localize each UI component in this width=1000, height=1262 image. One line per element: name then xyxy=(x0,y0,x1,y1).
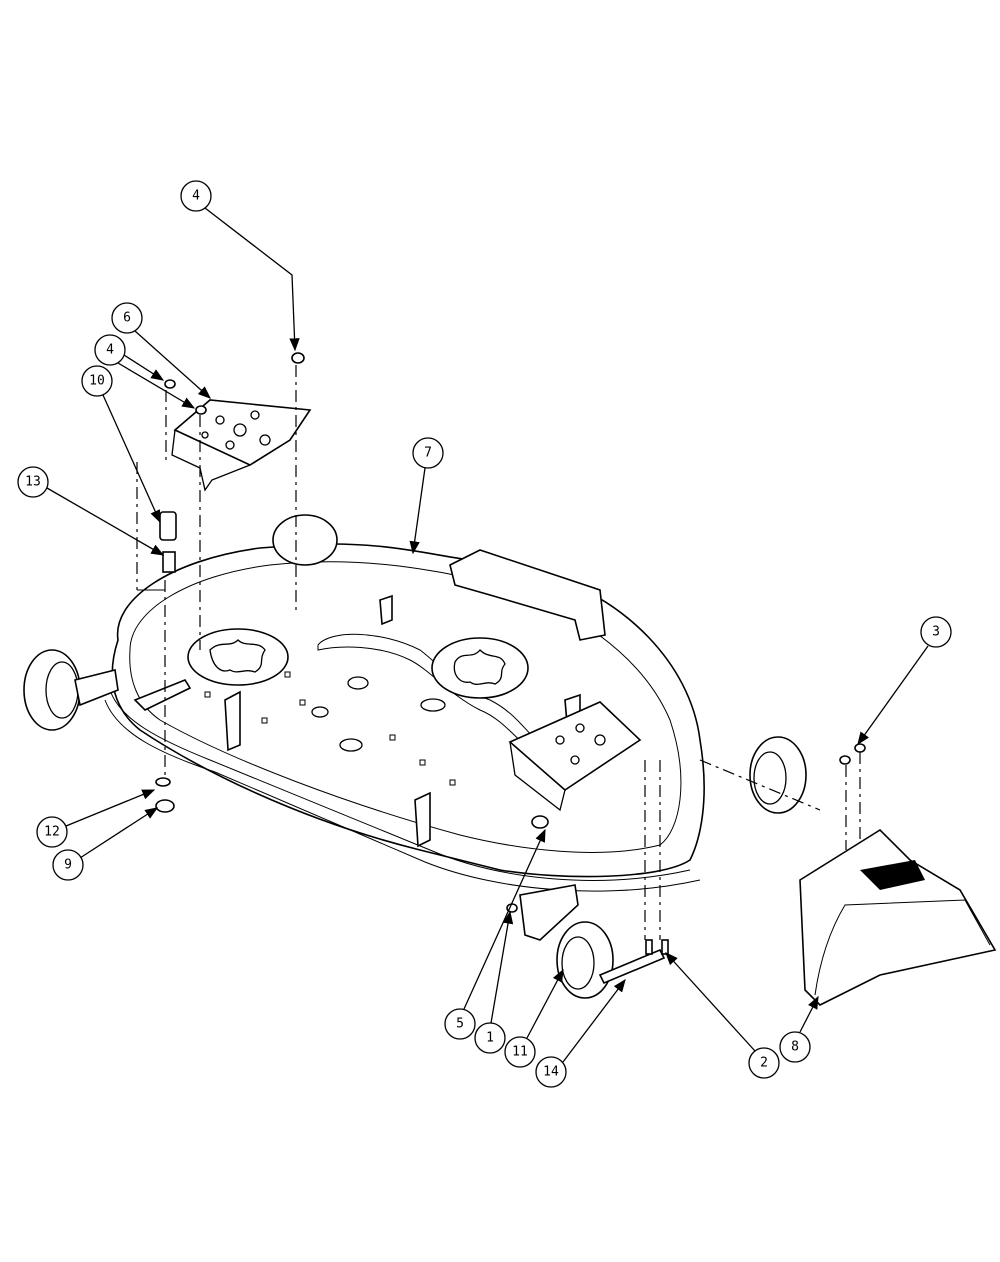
callout-label: 10 xyxy=(89,374,105,389)
callout-label: 3 xyxy=(932,625,940,640)
callout-4-top: 4 xyxy=(180,180,212,212)
discharge-chute xyxy=(799,828,997,1006)
callout-label: 9 xyxy=(64,858,72,873)
adjuster-bracket-left xyxy=(171,399,312,492)
wheel-left xyxy=(23,649,119,731)
callout-label: 8 xyxy=(791,1040,799,1055)
callout-6: 6 xyxy=(111,302,143,334)
wheel-rear-left xyxy=(272,514,338,566)
callout-4-left: 4 xyxy=(94,334,126,366)
callout-5: 5 xyxy=(444,1008,476,1040)
callout-label: 7 xyxy=(424,446,432,461)
wheel-front xyxy=(519,884,614,999)
callout-label: 14 xyxy=(543,1065,559,1080)
assembly-lines xyxy=(136,365,861,940)
callout-14: 14 xyxy=(535,1056,567,1088)
callout-label: 1 xyxy=(486,1031,494,1046)
callout-label: 4 xyxy=(106,343,114,358)
spindle-left xyxy=(187,628,289,686)
mower-deck xyxy=(104,543,705,892)
callout-7: 7 xyxy=(412,437,444,469)
callout-label: 4 xyxy=(192,189,200,204)
deck-holes xyxy=(204,671,456,786)
callout-label: 12 xyxy=(44,825,60,840)
adjuster-bracket-right xyxy=(508,701,642,812)
wheel-right xyxy=(749,736,807,814)
callout-9: 9 xyxy=(52,849,84,881)
callout-11: 11 xyxy=(504,1036,536,1068)
callout-label: 2 xyxy=(760,1056,768,1071)
callout-10: 10 xyxy=(81,365,113,397)
callout-8: 8 xyxy=(779,1031,811,1063)
callout-label: 11 xyxy=(512,1045,528,1060)
hardware xyxy=(155,352,866,985)
spindle-right xyxy=(431,637,529,699)
callout-3: 3 xyxy=(920,616,952,648)
callout-12: 12 xyxy=(36,816,68,848)
leader-lines xyxy=(46,207,929,1063)
callout-1: 1 xyxy=(474,1022,506,1054)
callout-label: 6 xyxy=(123,311,131,326)
callout-13: 13 xyxy=(17,466,49,498)
callout-2: 2 xyxy=(748,1047,780,1079)
callout-label: 5 xyxy=(456,1017,464,1032)
callout-label: 13 xyxy=(25,475,41,490)
